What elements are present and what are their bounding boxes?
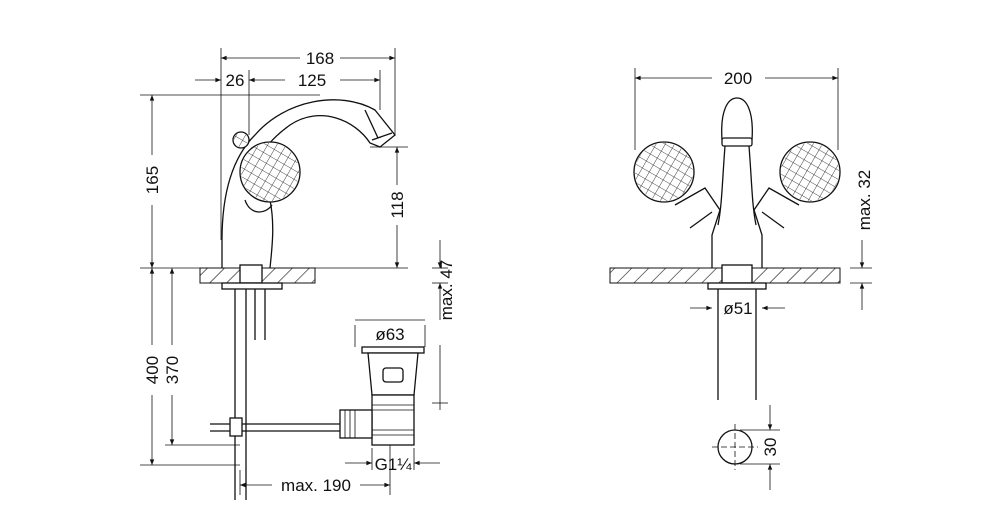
dim-400: 400 (143, 356, 162, 384)
dim-max-32: max. 32 (855, 170, 874, 230)
dim-118: 118 (388, 191, 407, 218)
drain-valve (339, 346, 425, 446)
mounting-hole (712, 424, 758, 470)
dim-26: 26 (226, 71, 245, 90)
dim-370: 370 (163, 356, 182, 384)
faucet-side (221, 99, 396, 269)
dim-165: 165 (143, 166, 162, 194)
dim-thread: G1¼ (375, 455, 413, 474)
dim-max-47: max. 47 (437, 260, 456, 320)
side-view: 168 26 125 165 118 400 370 (140, 48, 456, 500)
dim-200: 200 (724, 69, 752, 88)
faucet-front (633, 97, 841, 268)
dim-drain-diameter: ø63 (375, 325, 404, 344)
dim-max-190: max. 190 (281, 476, 351, 495)
front-view: 200 ø51 max. 32 30 (609, 68, 874, 490)
dim-125: 125 (298, 71, 326, 90)
dim-flange-diameter: ø51 (723, 299, 752, 318)
dim-hole-30: 30 (761, 438, 780, 457)
dim-168: 168 (306, 49, 334, 68)
